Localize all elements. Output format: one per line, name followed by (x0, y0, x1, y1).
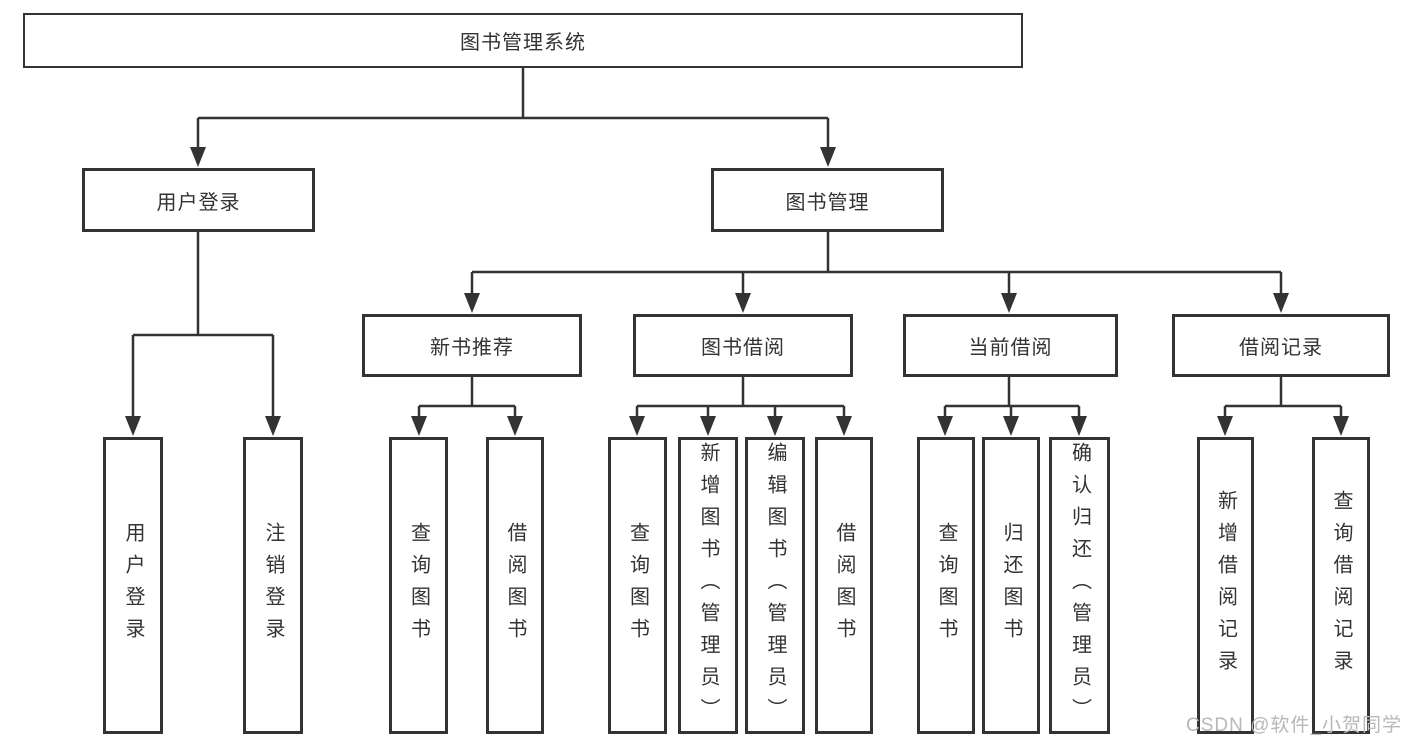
node-label: 查询图书 (626, 521, 649, 650)
leaf-query-books-recommend: 查询图书 (389, 437, 448, 734)
node-new-book-recommend: 新书推荐 (362, 314, 582, 377)
leaf-add-books-admin: 新增图书（管理员） (678, 437, 738, 734)
leaf-confirm-return-admin: 确认归还（管理员） (1049, 437, 1110, 734)
node-label: 查询图书 (407, 521, 430, 650)
node-label: 归还图书 (1000, 521, 1022, 650)
leaf-query-books-current: 查询图书 (917, 437, 975, 734)
node-user-login-group: 用户登录 (82, 168, 315, 232)
leaf-return-books: 归还图书 (982, 437, 1040, 734)
node-label: 借阅图书 (504, 521, 526, 650)
leaf-query-borrow-record: 查询借阅记录 (1312, 437, 1370, 734)
node-label: 确认归还（管理员） (1068, 441, 1091, 730)
node-label: 新书推荐 (430, 337, 514, 359)
node-label: 图书借阅 (701, 337, 785, 359)
node-label: 查询借阅记录 (1330, 489, 1352, 682)
leaf-user-login: 用户登录 (103, 437, 163, 734)
node-library-management-system: 图书管理系统 (23, 13, 1023, 68)
node-label: 注销登录 (262, 521, 284, 650)
node-label: 查询图书 (935, 521, 957, 650)
leaf-add-borrow-record: 新增借阅记录 (1197, 437, 1254, 734)
node-label: 借阅图书 (833, 521, 855, 650)
node-borrow-records: 借阅记录 (1172, 314, 1390, 377)
leaf-logout: 注销登录 (243, 437, 303, 734)
node-label: 借阅记录 (1239, 337, 1323, 359)
leaf-borrow-books: 借阅图书 (815, 437, 873, 734)
arrowheads (125, 147, 1349, 436)
leaf-borrow-books-recommend: 借阅图书 (486, 437, 544, 734)
leaf-query-books-borrow: 查询图书 (608, 437, 667, 734)
node-label: 当前借阅 (968, 337, 1053, 359)
node-label: 新增图书（管理员） (697, 441, 719, 730)
node-label: 用户登录 (122, 521, 144, 650)
node-label: 新增借阅记录 (1214, 489, 1237, 682)
node-label: 图书管理系统 (460, 32, 586, 54)
node-label: 编辑图书（管理员） (764, 441, 786, 730)
node-label: 图书管理 (785, 191, 870, 214)
node-current-borrow: 当前借阅 (903, 314, 1118, 377)
node-label: 用户登录 (156, 191, 241, 214)
node-book-borrow: 图书借阅 (633, 314, 853, 377)
csdn-watermark: CSDN @软件_小贺同学 (1186, 715, 1402, 736)
leaf-edit-books-admin: 编辑图书（管理员） (745, 437, 805, 734)
node-book-management-group: 图书管理 (711, 168, 944, 232)
